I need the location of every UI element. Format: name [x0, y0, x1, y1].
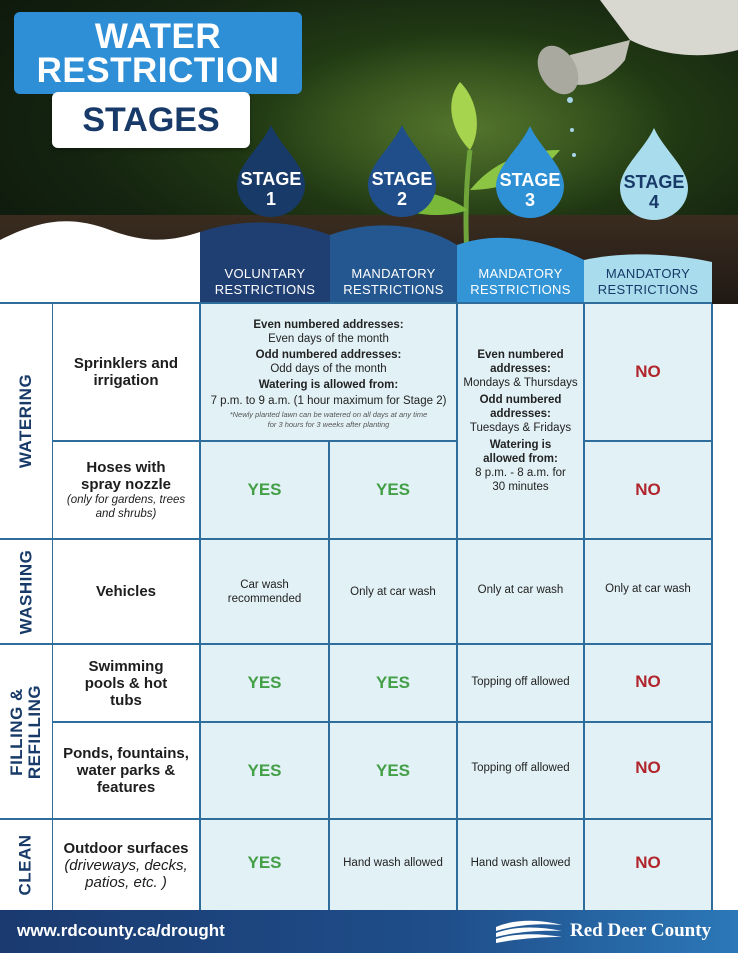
- item-pools: Swimming pools & hot tubs: [84, 657, 168, 709]
- sprinklers-stage-1-2: Even numbered addresses: Even days of th…: [210, 319, 447, 429]
- outdoor-stage-2: Hand wash allowed: [343, 857, 443, 869]
- pools-stage-3: Topping off allowed: [471, 676, 570, 688]
- water-drop-icon: [368, 125, 436, 217]
- grid-line: [0, 538, 712, 540]
- watering-stage-3: Even numbered addresses: Mondays & Thurs…: [463, 349, 578, 493]
- hoses-stage-1: YES: [247, 480, 282, 499]
- vehicles-stage-1: Car wash recommended: [227, 578, 302, 605]
- header-wave: [0, 221, 712, 310]
- grid-line: [199, 304, 201, 910]
- grid-line: [583, 304, 585, 910]
- vehicles-stage-2: Only at car wash: [350, 585, 436, 598]
- footer-url[interactable]: www.rdcounty.ca/drought: [17, 921, 225, 940]
- grid-line: [456, 304, 458, 910]
- item-vehicles: Vehicles: [95, 583, 157, 600]
- vehicles-stage-4: Only at car wash: [605, 583, 691, 595]
- title-banner: WATER RESTRICTION: [14, 12, 302, 94]
- grid-line: [0, 818, 712, 820]
- grid-line: [328, 440, 330, 910]
- watering-can-illustration: [537, 0, 738, 157]
- item-ponds: Ponds, fountains, water parks & features: [63, 745, 189, 796]
- right-margin: [712, 304, 738, 910]
- category-clean: CLEAN: [0, 820, 52, 910]
- vehicles-stage-3: Only at car wash: [477, 584, 564, 596]
- water-drop-icon: [496, 126, 564, 218]
- ponds-stage-2: YES: [375, 760, 411, 780]
- pools-stage-2: YES: [375, 673, 411, 692]
- grid-line: [0, 643, 712, 645]
- outdoor-stage-4: NO: [635, 853, 661, 872]
- grid-line: [52, 721, 712, 723]
- grid-line: [584, 440, 712, 442]
- grid-line: [52, 440, 200, 442]
- sprinklers-stage-4: NO: [635, 362, 661, 381]
- category-filling: FILLING & REFILLING: [0, 645, 52, 818]
- item-hoses: Hoses with spray nozzle (only for garden…: [66, 459, 186, 520]
- hoses-stage-4: NO: [635, 480, 661, 499]
- stage-3-type: MANDATORY RESTRICTIONS: [470, 266, 571, 297]
- outdoor-stage-3: Hand wash allowed: [470, 857, 571, 869]
- county-brand-name: Red Deer County: [570, 920, 712, 941]
- water-drop-icon: [237, 125, 305, 217]
- category-watering: WATERING: [0, 304, 52, 538]
- subtitle-box: STAGES: [52, 92, 250, 148]
- title-line-2: RESTRICTION: [36, 51, 280, 90]
- item-outdoor-surfaces: Outdoor surfaces (driveways, decks, pati…: [63, 839, 189, 891]
- ponds-stage-1: YES: [247, 760, 282, 780]
- ponds-stage-4: NO: [635, 758, 661, 777]
- stage-4-type: MANDATORY RESTRICTIONS: [597, 266, 699, 297]
- county-logo-icon: [496, 920, 562, 943]
- water-drop-icon: [620, 128, 688, 220]
- pools-stage-1: YES: [247, 673, 282, 692]
- title-line-1: WATER: [94, 17, 222, 56]
- pools-stage-4: NO: [635, 672, 661, 691]
- footer: www.rdcounty.ca/drought Red Deer County: [0, 910, 738, 953]
- outdoor-stage-1: YES: [247, 853, 282, 872]
- stage-1-type: VOLUNTARY RESTRICTIONS: [214, 266, 316, 297]
- ponds-stage-3: Topping off allowed: [471, 762, 570, 774]
- category-washing: WASHING: [0, 540, 52, 643]
- stage-2-type: MANDATORY RESTRICTIONS: [343, 266, 444, 297]
- grid-line: [0, 302, 712, 304]
- hoses-stage-2: YES: [375, 480, 411, 499]
- grid-line: [51, 304, 53, 910]
- grid-line: [711, 304, 713, 910]
- item-sprinklers: Sprinklers and irrigation: [73, 355, 179, 389]
